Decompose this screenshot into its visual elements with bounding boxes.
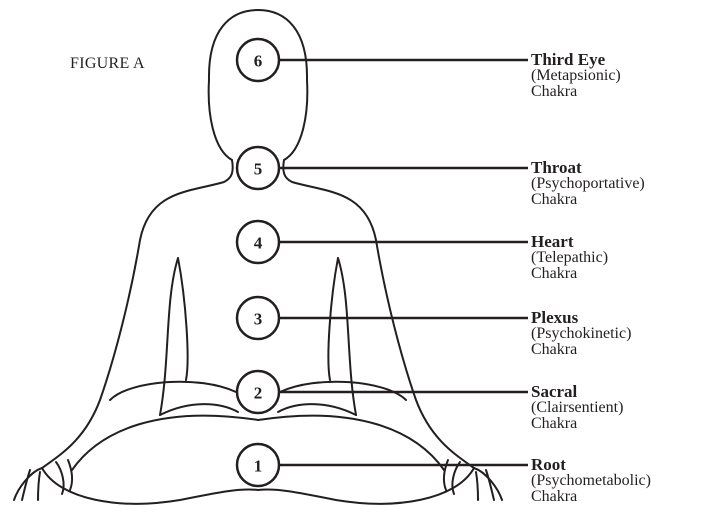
chakra-label-root: Root (Psychometabolic) Chakra <box>531 457 651 505</box>
chakra-word: Chakra <box>531 192 645 208</box>
chakra-number-2: 2 <box>254 384 263 403</box>
chakra-number-6: 6 <box>254 52 263 71</box>
chakra-name: Throat <box>531 160 645 176</box>
chakra-type: (Psychoportative) <box>531 176 645 192</box>
left-body-outline <box>42 160 233 468</box>
chakra-name: Heart <box>531 234 608 250</box>
chakra-type: (Telepathic) <box>531 250 608 266</box>
chakra-word: Chakra <box>531 342 631 358</box>
chakra-type: (Metapsionic) <box>531 68 621 84</box>
chakra-name: Third Eye <box>531 52 621 68</box>
chakra-word: Chakra <box>531 266 608 282</box>
chakra-name: Sacral <box>531 384 623 400</box>
chakra-label-throat: Throat (Psychoportative) Chakra <box>531 160 645 208</box>
chakra-word: Chakra <box>531 416 623 432</box>
chakra-number-5: 5 <box>254 160 263 179</box>
chakra-type: (Psychometabolic) <box>531 473 651 489</box>
chakra-name: Root <box>531 457 651 473</box>
left-inner-arm <box>160 258 188 415</box>
chakra-label-third-eye: Third Eye (Metapsionic) Chakra <box>531 52 621 100</box>
head-outline <box>209 10 308 160</box>
chakra-type: (Psychokinetic) <box>531 326 631 342</box>
chakra-number-4: 4 <box>254 234 263 253</box>
left-knee <box>110 382 236 400</box>
chakra-type: (Clairsentient) <box>531 400 623 416</box>
chakra-label-sacral: Sacral (Clairsentient) Chakra <box>531 384 623 432</box>
chakra-word: Chakra <box>531 489 651 505</box>
chakra-label-plexus: Plexus (Psychokinetic) Chakra <box>531 310 631 358</box>
right-body-outline <box>283 160 474 468</box>
right-foot <box>278 404 356 415</box>
chakra-name: Plexus <box>531 310 631 326</box>
figure-label: FIGURE A <box>70 55 145 73</box>
chakra-number-1: 1 <box>254 457 263 476</box>
chakra-label-heart: Heart (Telepathic) Chakra <box>531 234 608 282</box>
chakra-number-3: 3 <box>254 310 263 329</box>
chakra-word: Chakra <box>531 84 621 100</box>
left-foot <box>160 404 238 415</box>
